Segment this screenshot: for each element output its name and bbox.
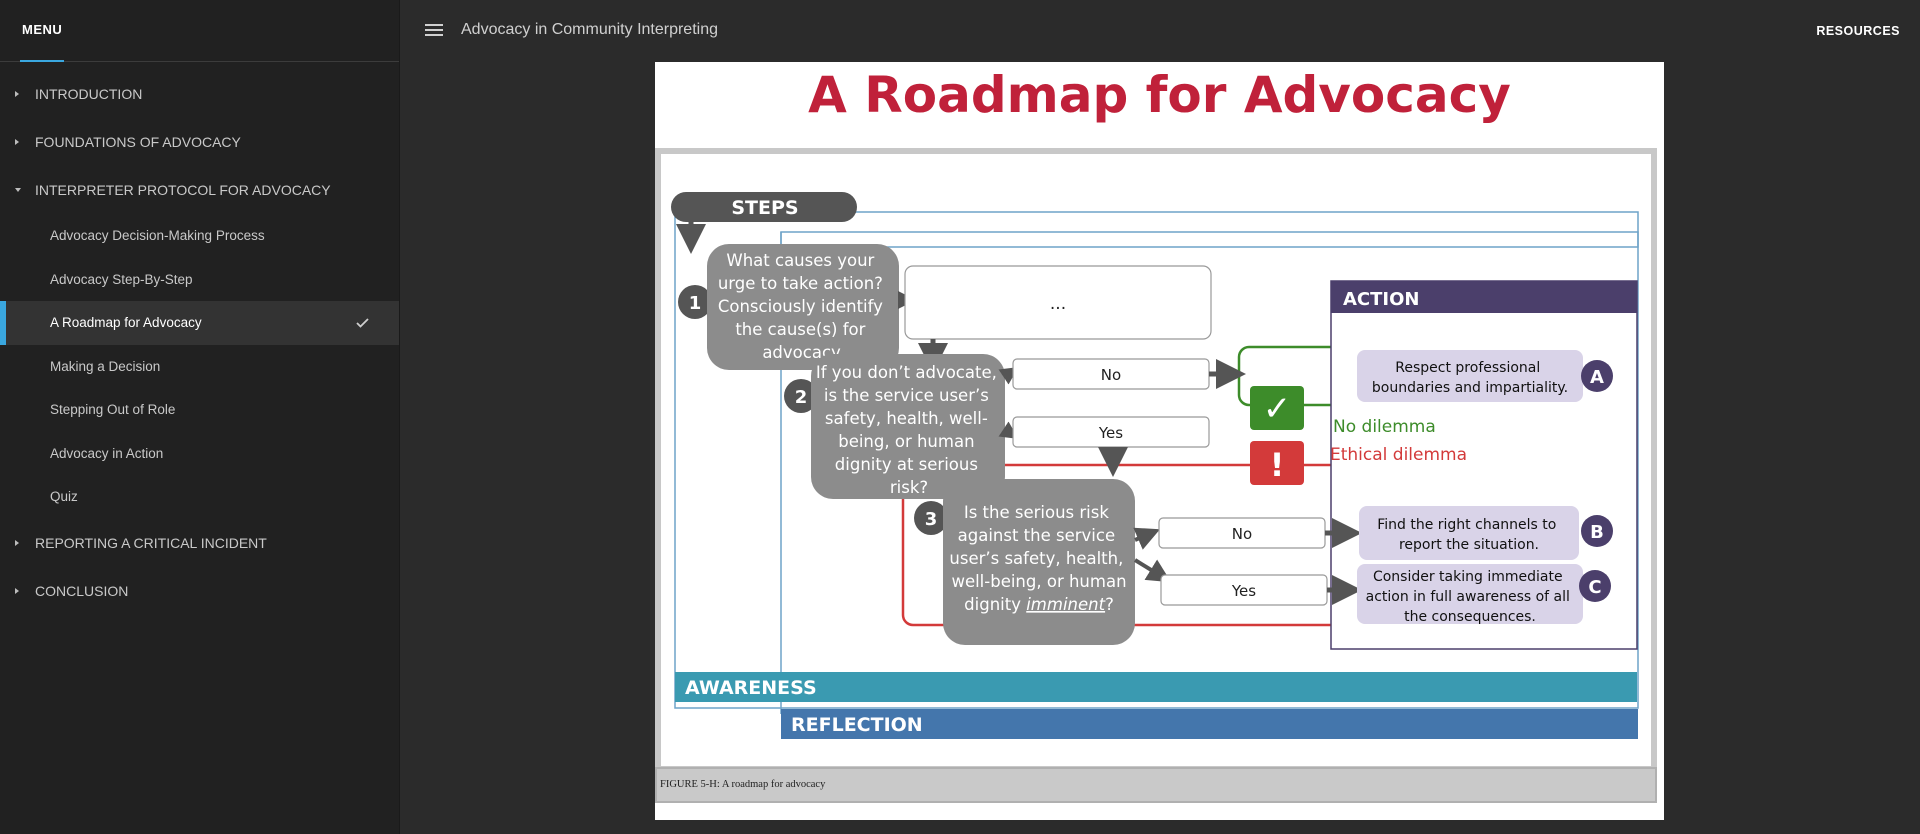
page-title: A Roadmap for Advocacy <box>808 66 1511 124</box>
step2-box <box>811 354 1005 499</box>
sidebar-section-label: INTERPRETER PROTOCOL FOR ADVOCACY <box>35 182 331 198</box>
step3-number: 3 <box>925 509 938 530</box>
warning-badge <box>1250 441 1304 485</box>
outline-list: INTRODUCTION FOUNDATIONS OF ADVOCACY INT… <box>0 70 399 615</box>
step3-box <box>943 479 1135 645</box>
action-a-box <box>1357 350 1583 402</box>
sidebar-item-label: Advocacy in Action <box>50 445 164 461</box>
action-label: ACTION <box>1343 289 1419 310</box>
sidebar-item-label: Stepping Out of Role <box>50 402 176 417</box>
reflection-frame <box>780 231 1639 248</box>
sidebar-section-foundations[interactable]: FOUNDATIONS OF ADVOCACY <box>0 118 399 166</box>
no-dilemma-label: No dilemma <box>1333 417 1436 437</box>
letter-a: A <box>1590 367 1604 388</box>
sidebar-item-label: Making a Decision <box>50 358 161 374</box>
step3-badge <box>914 501 948 535</box>
caret-right-icon <box>15 567 23 615</box>
sidebar-item-making-a-decision[interactable]: Making a Decision <box>0 345 399 389</box>
awareness-bar <box>675 672 1637 702</box>
sidebar-item-label: Quiz <box>50 489 78 504</box>
sidebar-section-label: CONCLUSION <box>35 582 129 599</box>
menu-label: MENU <box>22 22 63 37</box>
reflection-label: REFLECTION <box>791 714 923 736</box>
roadmap-figure: STEPS ACTION 1 What causes your urge to … <box>655 148 1657 772</box>
top-bar: Advocacy in Community Interpreting RESOU… <box>400 0 1920 62</box>
step2-no-label: No <box>1101 366 1121 384</box>
step3-yes-label: Yes <box>1231 582 1256 600</box>
figure-caption: FIGURE 5-H: A roadmap for advocacy <box>660 779 826 790</box>
ethical-dilemma-label: Ethical dilemma <box>1330 445 1467 465</box>
sidebar-item-decision-making-process[interactable]: Advocacy Decision-Making Process <box>0 214 399 258</box>
step2-badge <box>784 379 818 413</box>
step1-box <box>707 244 899 370</box>
caret-down-icon <box>15 166 23 214</box>
step1-badge <box>678 285 712 319</box>
awareness-frame <box>674 211 1639 709</box>
letter-c: C <box>1588 577 1601 598</box>
menu-active-indicator <box>20 60 64 62</box>
ellipsis-text: ... <box>1050 294 1066 314</box>
resources-button[interactable]: RESOURCES <box>1816 24 1900 38</box>
steps-label: STEPS <box>731 197 798 219</box>
letter-c-badge <box>1579 570 1611 602</box>
action-b-box <box>1359 506 1579 560</box>
sidebar-item-label: Advocacy Step-By-Step <box>50 271 193 287</box>
action-b-text: Find the right channels to report the si… <box>1377 517 1561 553</box>
check-badge <box>1250 386 1304 430</box>
caret-right-icon <box>15 70 23 118</box>
sidebar-section-conclusion[interactable]: CONCLUSION <box>0 567 399 615</box>
checkmark-icon: ✓ <box>1263 389 1292 429</box>
sidebar-section-interpreter-protocol[interactable]: INTERPRETER PROTOCOL FOR ADVOCACY <box>0 166 399 214</box>
sidebar: MENU INTRODUCTION FOUNDATIONS OF ADVOCAC… <box>0 0 400 834</box>
sidebar-item-stepping-out-of-role[interactable]: Stepping Out of Role <box>0 388 399 432</box>
sidebar-section-label: FOUNDATIONS OF ADVOCACY <box>35 134 241 150</box>
sidebar-section-introduction[interactable]: INTRODUCTION <box>0 70 399 118</box>
awareness-label: AWARENESS <box>685 677 817 699</box>
step1-number: 1 <box>689 293 702 314</box>
caret-right-icon <box>15 519 23 567</box>
steps-tab <box>671 192 857 222</box>
reflection-bar <box>781 709 1638 739</box>
letter-b-badge <box>1581 515 1613 547</box>
sidebar-item-roadmap[interactable]: A Roadmap for Advocacy <box>0 301 399 345</box>
roadmap-diagram: STEPS ACTION 1 What causes your urge to … <box>671 192 1639 739</box>
sidebar-section-label: INTRODUCTION <box>35 86 143 102</box>
lesson-page: A Roadmap for Advocacy STEPS <box>655 62 1664 820</box>
hamburger-menu-icon[interactable] <box>425 24 443 38</box>
letter-b: B <box>1590 522 1604 543</box>
action-c-box <box>1357 564 1583 624</box>
course-title: Advocacy in Community Interpreting <box>461 21 718 38</box>
step2-yes-label: Yes <box>1098 424 1123 442</box>
step1-text: What causes your urge to take action? Co… <box>718 251 888 362</box>
ellipsis-box <box>904 265 1212 340</box>
sidebar-section-label: REPORTING A CRITICAL INCIDENT <box>35 534 267 551</box>
letter-a-badge <box>1581 360 1613 392</box>
sidebar-item-advocacy-in-action[interactable]: Advocacy in Action <box>0 432 399 476</box>
caret-right-icon <box>15 118 23 166</box>
sidebar-section-reporting[interactable]: REPORTING A CRITICAL INCIDENT <box>0 519 399 567</box>
sidebar-item-quiz[interactable]: Quiz <box>0 475 399 519</box>
sidebar-item-label: Advocacy Decision-Making Process <box>50 228 265 243</box>
sidebar-item-label: A Roadmap for Advocacy <box>50 315 202 330</box>
checkmark-icon <box>356 301 369 345</box>
step3-text: Is the serious risk against the service … <box>949 503 1128 591</box>
step3-no-label: No <box>1232 525 1252 543</box>
step2-number: 2 <box>795 387 808 408</box>
action-a-text: Respect professional boundaries and impa… <box>1372 360 1568 396</box>
action-header <box>1331 281 1637 313</box>
action-c-text: Consider taking immediate action in full… <box>1366 569 1575 625</box>
figure-caption-bar: FIGURE 5-H: A roadmap for advocacy <box>655 767 1657 803</box>
step2-text: If you don’t advocate, is the service us… <box>816 363 1002 497</box>
exclamation-icon: ! <box>1270 446 1285 484</box>
menu-tab[interactable]: MENU <box>0 0 399 62</box>
sidebar-item-step-by-step[interactable]: Advocacy Step-By-Step <box>0 258 399 302</box>
step3-final-line: dignity imminent? <box>964 595 1114 614</box>
